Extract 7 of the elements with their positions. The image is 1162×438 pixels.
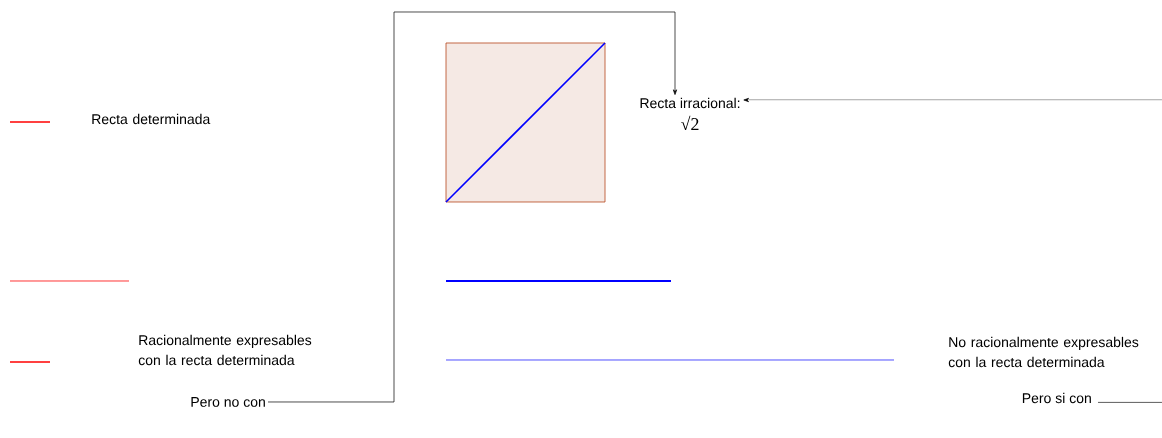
text-label: Recta irracional: √2 (640, 97, 740, 131)
text-label: No racionalmente expresables con la recta determinada (948, 336, 1139, 368)
text-label: Pero si con (1022, 392, 1091, 404)
text-label: Pero no con (191, 397, 265, 407)
arrow (267, 11, 678, 403)
text-label: Racionalmente expresables con la recta determinada (138, 334, 312, 366)
text-label: Recta determinada (92, 113, 211, 125)
